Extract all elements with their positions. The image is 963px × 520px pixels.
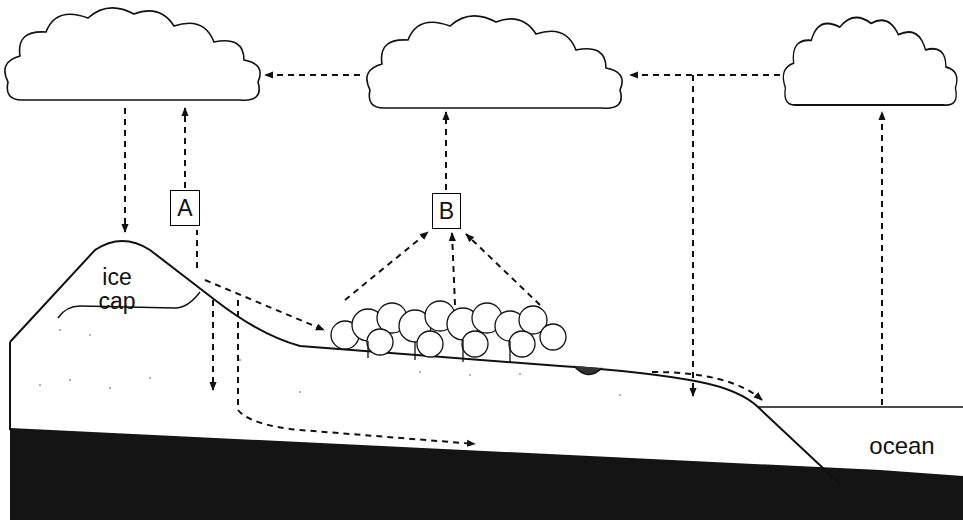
box-letter: A [177, 197, 192, 220]
letter-box: B [432, 193, 461, 229]
flow-arrows [125, 75, 882, 444]
precipitation-arrow [692, 75, 694, 396]
transpiration-arrow [466, 234, 540, 305]
letter-box: A [170, 190, 200, 226]
cloud [5, 8, 260, 100]
runoff-arrow [205, 280, 324, 330]
cloud [367, 16, 622, 108]
runoff-arrow [652, 372, 762, 400]
groundwater-arrow [238, 300, 475, 444]
cloud [783, 17, 957, 105]
cloud-movement-arrow [265, 74, 360, 76]
transpiration-arrow [345, 232, 428, 300]
pond [574, 366, 602, 375]
evaporation-arrow [881, 112, 883, 405]
land-edge [9, 342, 11, 430]
transpiration-arrow [452, 233, 455, 305]
sublimation-arrow [184, 108, 186, 188]
infiltration-arrow [212, 300, 214, 390]
region-label: ice cap [92, 265, 142, 313]
bedrock-layer [10, 428, 963, 520]
cloud-movement-arrow [630, 74, 780, 76]
region-label: ocean [862, 433, 942, 458]
box-letter: B [439, 200, 454, 223]
precipitation-arrow [124, 108, 126, 232]
forest [331, 301, 566, 362]
soil-stipple [39, 329, 621, 396]
ocean-surface [758, 406, 963, 408]
transpiration-arrow [445, 112, 447, 190]
land-surface [10, 241, 840, 484]
sublimation-arrow [196, 230, 198, 268]
